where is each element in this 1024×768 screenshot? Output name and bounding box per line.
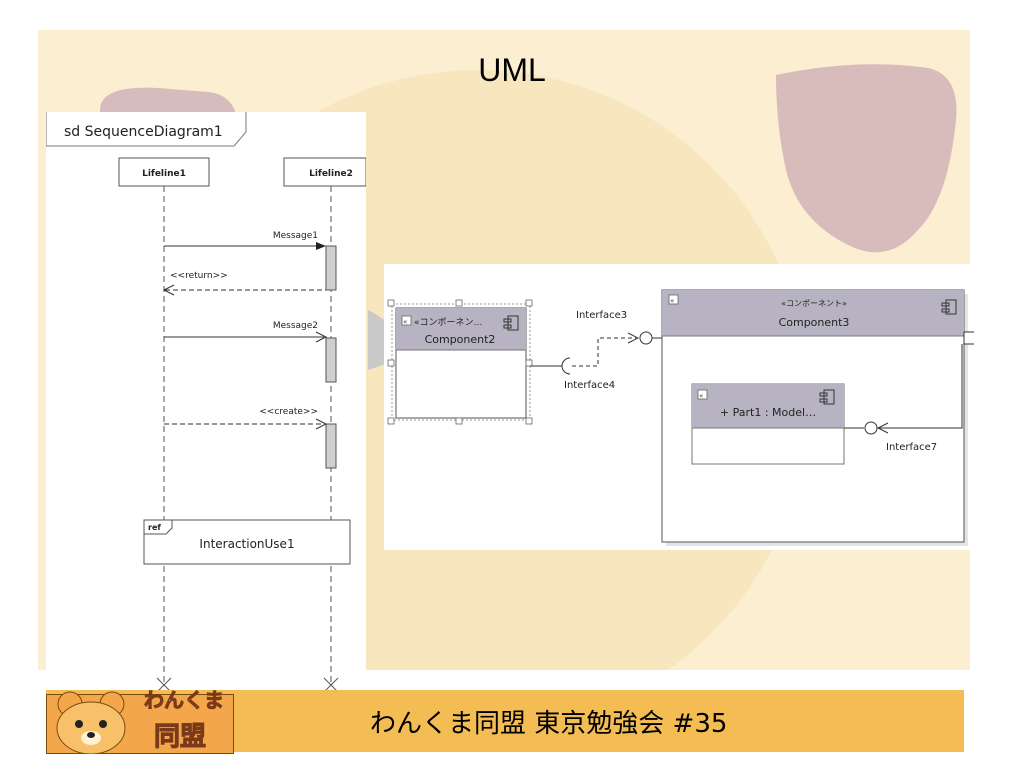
component-diagram: « «コンポーネン… Component2 — [384, 264, 977, 550]
lifeline-2-label: Lifeline2 — [309, 169, 353, 179]
sequence-diagram: sd SequenceDiagram1 Lifeline1 Lifeline2 … — [45, 112, 367, 704]
logo-text-line1: わんくま — [144, 688, 225, 713]
lifeline-1-label: Lifeline1 — [142, 169, 186, 179]
frame-label-text: sd SequenceDiagram1 — [64, 124, 223, 140]
create-message-label: <<create>> — [259, 407, 318, 417]
selection-handles — [387, 299, 533, 425]
activation-bar-3 — [325, 423, 337, 469]
activation-bar-1 — [325, 245, 337, 291]
component-icon — [503, 315, 519, 331]
component-3-stereotype: «コンポーネント» — [781, 299, 847, 308]
component-2: « «コンポーネン… Component2 — [387, 299, 533, 425]
logo-text-line2: 同盟 — [153, 722, 207, 753]
message-2-label: Message2 — [273, 321, 318, 331]
message-2: Message2 — [164, 321, 328, 343]
interaction-use-tag: ref — [148, 523, 161, 532]
component-3-name: Component3 — [779, 316, 850, 329]
component-2-name: Component2 — [425, 333, 496, 346]
bear-icon — [56, 691, 126, 754]
part-1-label: + Part1 : Model… — [720, 406, 816, 419]
wankuma-logo: わんくま 同盟 — [46, 676, 234, 754]
message-1-label: Message1 — [273, 231, 318, 241]
interaction-use: ref InteractionUse1 — [143, 519, 351, 565]
svg-text:«: « — [403, 318, 407, 326]
slide-title: UML — [478, 52, 546, 88]
component-icon — [819, 389, 835, 405]
frame-label: sd SequenceDiagram1 — [45, 112, 247, 147]
activation-bar-2 — [325, 337, 337, 383]
interface-4-label: Interface4 — [564, 380, 615, 391]
component-icon — [941, 299, 957, 315]
footer-text: わんくま同盟 東京勉強会 #35 — [370, 709, 728, 739]
svg-text:«: « — [670, 297, 674, 305]
part-1: « + Part1 : Model… — [691, 383, 845, 465]
message-1: Message1 — [164, 231, 326, 250]
svg-text:«: « — [699, 392, 703, 400]
interface-7-label: Interface7 — [886, 442, 937, 453]
interaction-use-label: InteractionUse1 — [199, 537, 294, 551]
return-message: <<return>> — [162, 271, 326, 296]
lifeline-1: Lifeline1 — [118, 157, 210, 693]
component-2-stereotype: «コンポーネン… — [414, 317, 483, 328]
port — [963, 331, 977, 345]
interface-3-label: Interface3 — [576, 310, 627, 321]
return-message-label: <<return>> — [170, 271, 228, 281]
create-message: <<create>> — [164, 407, 328, 430]
